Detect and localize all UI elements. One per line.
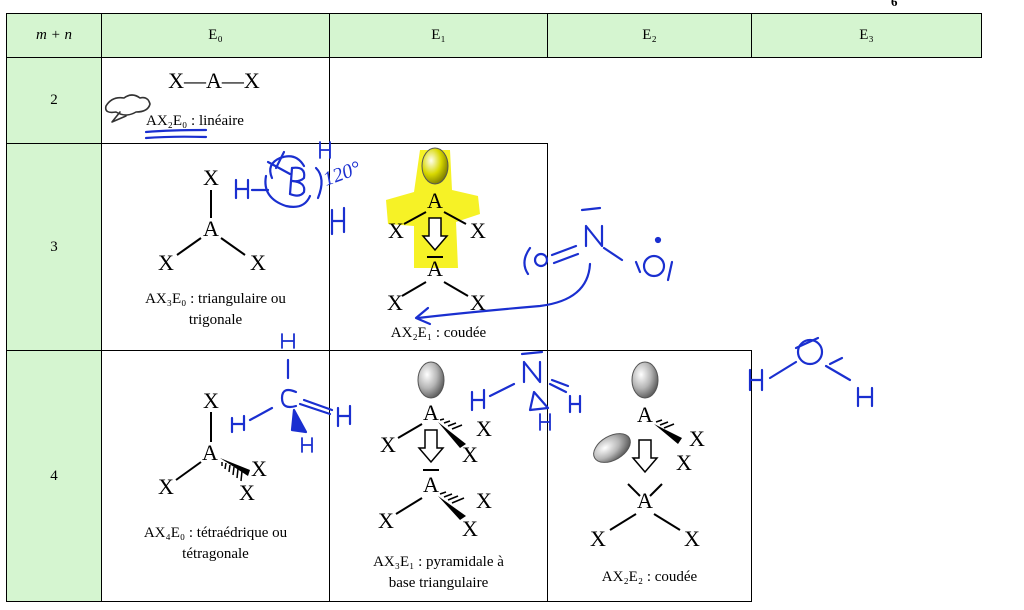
header-m-plus-n: m + n <box>6 13 102 58</box>
cell-ax4e0 <box>101 350 330 602</box>
caption-ax4e0-line1: AX₄E₀ : tétraédrique ou <box>143 525 288 541</box>
row-label-4: 4 <box>6 350 102 602</box>
header-e0: E₀ <box>101 13 330 58</box>
caption-ax2e2: AX₂E₂ : coudée <box>601 569 698 585</box>
caption-ax3e1-line2: base triangulaire <box>388 575 489 591</box>
cell-ax2e1 <box>329 143 548 351</box>
header-e1: E₁ <box>329 13 548 58</box>
caption-ax4e0-line2: tétragonale <box>182 546 249 562</box>
page-number: 6 <box>891 0 898 9</box>
caption-ax2e1: AX₂E₁ : coudée <box>390 325 487 341</box>
header-e3: E₃ <box>751 13 982 58</box>
caption-ax3e0-line2: trigonale <box>188 312 243 328</box>
cell-ax2e2 <box>547 350 752 602</box>
row-label-2: 2 <box>6 57 102 144</box>
caption-ax2e0: AX₂E₀ : linéaire <box>146 113 244 129</box>
caption-ax3e0-line1: AX₃E₀ : triangulaire ou <box>145 291 286 307</box>
row-label-3: 3 <box>6 143 102 351</box>
caption-ax3e1-line1: AX₃E₁ : pyramidale à <box>373 554 504 570</box>
header-e2: E₂ <box>547 13 752 58</box>
